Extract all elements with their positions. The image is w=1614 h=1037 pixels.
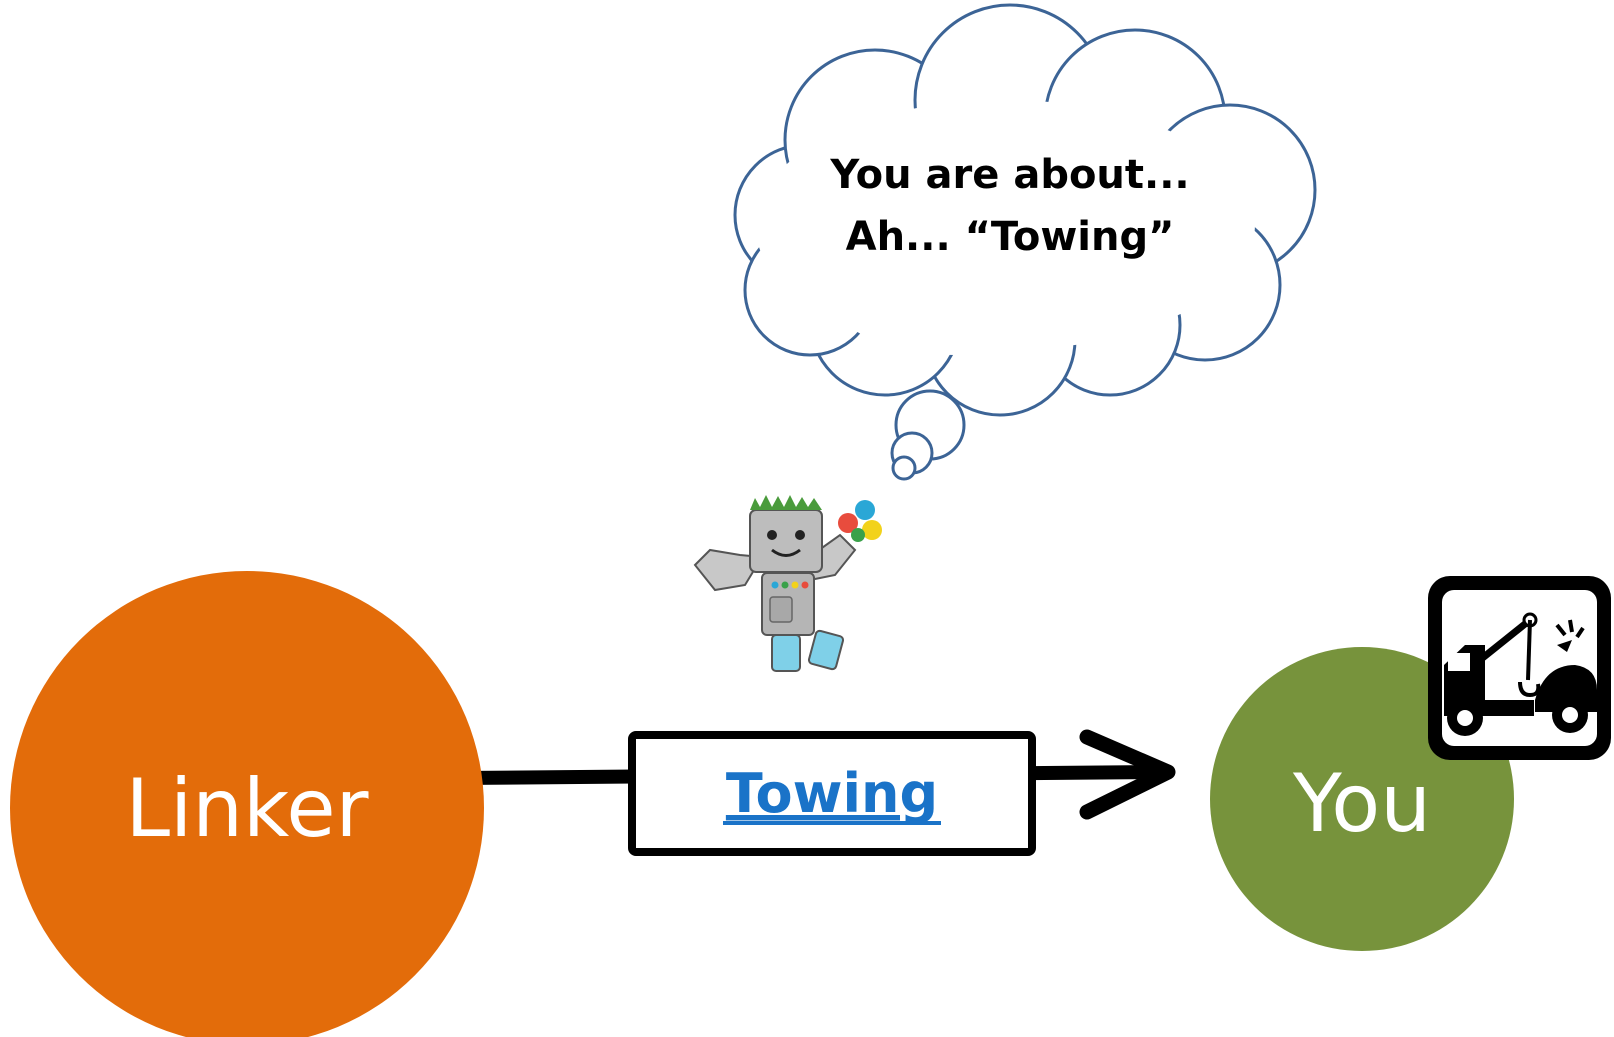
you-label: You	[1292, 757, 1431, 850]
thought-text-line2: Ah... “Towing”	[846, 214, 1175, 260]
link-arrowhead	[1079, 729, 1176, 820]
googlebot-robot-icon	[693, 495, 882, 672]
linker-node	[10, 571, 484, 1037]
tow-truck-icon	[1428, 576, 1611, 760]
thought-text-line1: You are about...	[829, 152, 1189, 198]
linker-label: Linker	[125, 762, 368, 855]
anchor-text-link[interactable]: Towing	[726, 762, 938, 825]
thought-bubble-trail	[890, 389, 966, 481]
